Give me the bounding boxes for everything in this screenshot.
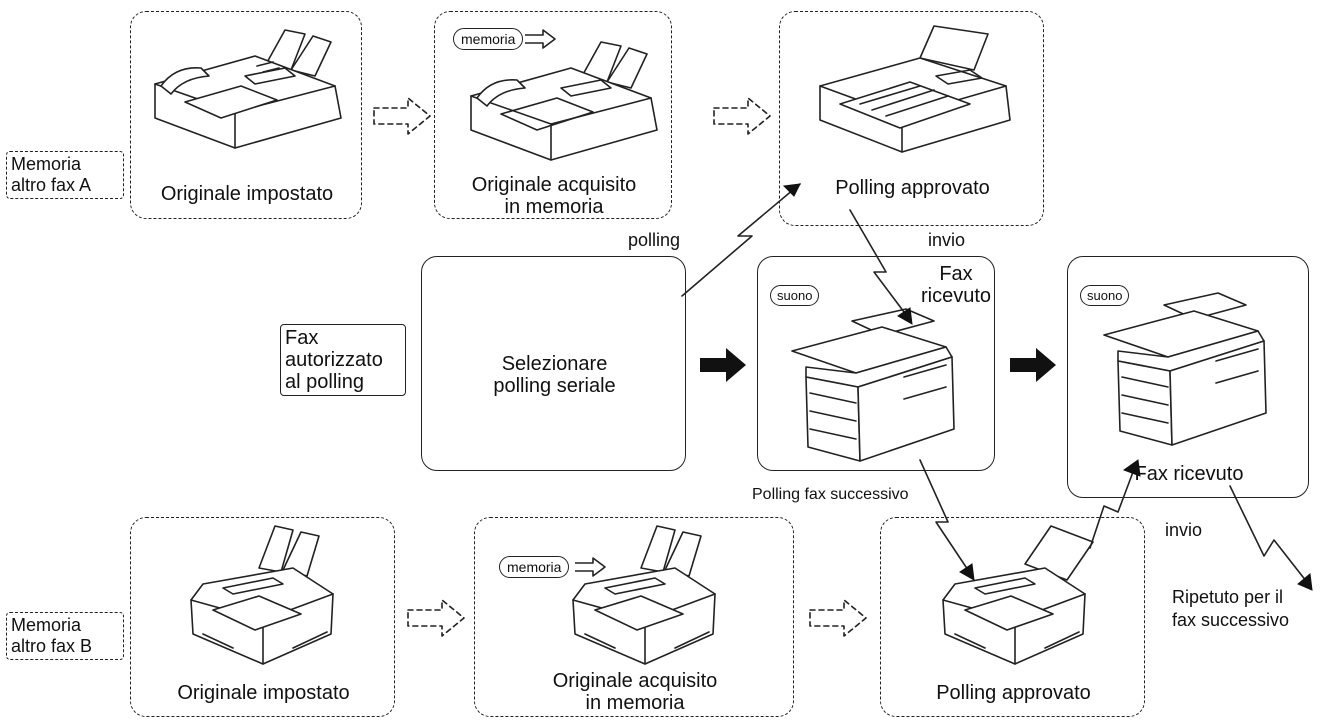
copier-machine-icon [1103,292,1267,446]
side-label-fax-a: Memoria altro fax A [6,151,124,199]
top-step3-label: Polling approvato [835,177,990,199]
fax-machine-icon [819,25,1011,153]
memory-tag: memoria [453,28,524,50]
top-step2-label: Originale acquisito in memoria [471,174,637,218]
sound-bubble: suono [1080,285,1130,306]
fax-machine-icon [190,525,334,665]
fax-machine-icon [470,41,658,161]
flow-arrow-icon [700,348,746,382]
repeat-label: Ripetuto per il fax successivo [1172,587,1290,630]
dashed-arrow-icon [713,97,771,135]
dashed-arrow-icon [373,97,431,135]
bottom-step3-label: Polling approvato [936,682,1091,704]
dashed-arrow-icon [407,599,465,637]
memory-tag: memoria [499,556,570,578]
bottom-step2-label: Originale acquisito in memoria [552,670,718,714]
select-serial-polling-box: Selezionare polling seriale [421,256,686,471]
flow-arrow-icon [1010,348,1056,382]
received-fax-box-2: suono Fax ricevuto [1067,256,1309,498]
side-label-fax-b: Memoria altro fax B [6,612,124,660]
fax-received-label-2: Fax ricevuto [1134,463,1244,485]
memory-arrow-icon [525,29,556,49]
dashed-arrow-icon [809,599,867,637]
fax-received-label: Fax ricevuto [920,263,992,307]
top-step1-box: Originale impostato [130,11,362,219]
select-serial-polling-label: Selezionare polling seriale [493,353,616,397]
copier-machine-icon [791,308,955,462]
send-label-top: invio [928,230,966,250]
bottom-step1-label: Originale impostato [177,682,350,704]
bottom-step2-box: memoria Originale acquisito in memoria [474,517,794,717]
fax-machine-icon [154,29,342,149]
top-step1-label: Originale impostato [160,183,334,205]
polling-label: polling [628,230,681,250]
bottom-step3-box: Polling approvato [880,517,1145,717]
send-label-bottom: invio [1165,520,1203,540]
received-fax-box-1: suono Fax ricevuto [757,256,995,471]
top-step2-box: memoria Originale acquisito in memoria [434,11,672,219]
fax-machine-icon [942,525,1094,665]
next-poll-label: Polling fax successivo [752,486,909,503]
top-step3-box: Polling approvato [779,11,1044,226]
side-label-polling-fax: Fax autorizzato al polling [280,324,406,396]
bottom-step1-box: Originale impostato [130,517,395,717]
repeat-signal-arrow [1229,485,1311,587]
memory-arrow-icon [575,557,606,577]
fax-machine-icon [572,525,716,665]
sound-bubble: suono [770,285,820,306]
